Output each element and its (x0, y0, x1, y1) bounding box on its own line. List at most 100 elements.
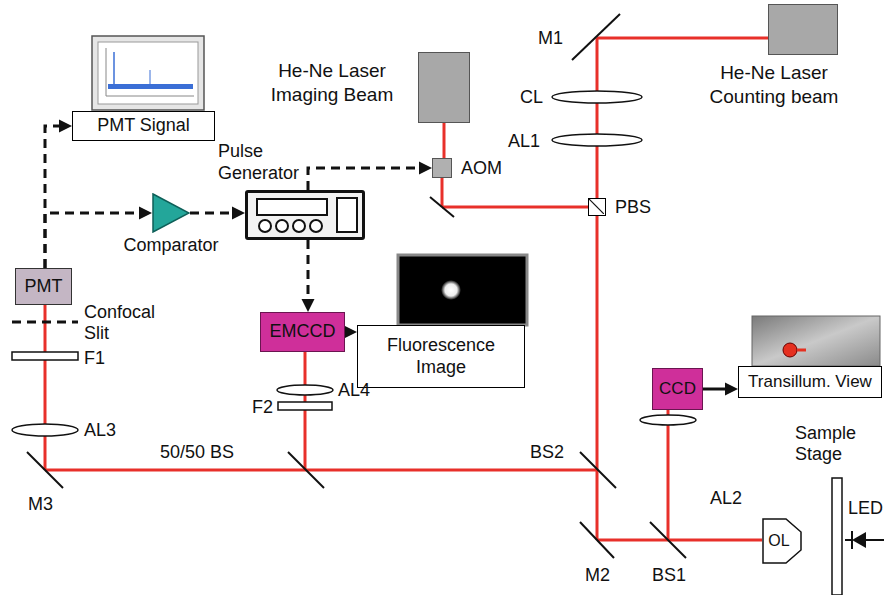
laser-box: He-Ne Laser Counting beam (768, 4, 838, 55)
mirror (572, 14, 620, 60)
comparator-triangle: Comparator (152, 193, 190, 233)
signal-arrow (302, 240, 315, 312)
component-label: LED (848, 498, 883, 519)
beam-splitter (580, 452, 616, 488)
connector-line (307, 240, 310, 302)
generator-display (256, 198, 328, 216)
node-text: He-Ne Laser Imaging Beam (251, 59, 413, 107)
laser-beam (45, 38, 768, 540)
led-lead (866, 539, 884, 541)
lens (552, 134, 642, 146)
beam-segment (443, 123, 446, 158)
cube-diagonal (589, 199, 604, 214)
node-text: PBS (615, 197, 651, 219)
connector-line (190, 212, 235, 215)
component-label: AL4 (338, 380, 370, 401)
lenses (12, 91, 696, 436)
connector-line (308, 168, 422, 190)
beam-segment (596, 38, 599, 540)
node-text: Pulse Generator (218, 141, 313, 184)
arrow-head (232, 207, 245, 220)
fluorescence-spot (441, 280, 461, 300)
plot-spike (113, 52, 115, 86)
arrow-head (139, 207, 152, 220)
arrow-head (59, 120, 72, 133)
monitor-frame (92, 36, 204, 110)
beam-splitter (650, 522, 686, 558)
component-label: AL2 (710, 488, 742, 509)
mirrors (27, 14, 686, 558)
generator-knob (309, 219, 323, 233)
beam-spot (783, 343, 797, 357)
display-label-box: PMT Signal (72, 111, 215, 141)
transillum-screen (752, 316, 880, 366)
camera-box: EMCCD (260, 312, 345, 352)
confocal-slit (12, 321, 78, 324)
beam-segment (45, 469, 597, 472)
laser-box: He-Ne Laser Imaging Beam (418, 52, 470, 123)
node-text: CCD (659, 379, 696, 399)
filter (12, 352, 78, 360)
component-label: M1 (538, 28, 563, 49)
display-label-box: Fluorescence Image (357, 325, 525, 388)
component-label: 50/50 BS (160, 442, 234, 463)
pulse-generator: Pulse Generator (245, 190, 365, 240)
beam-segment (304, 352, 307, 470)
output-arrow (344, 326, 357, 339)
comparator-shape (152, 193, 190, 233)
node-text: Transillum. View (748, 372, 872, 392)
monitor-screen (98, 42, 198, 104)
objective-outline (763, 519, 801, 563)
component-label: M3 (28, 494, 53, 515)
signal-arrow (190, 207, 245, 220)
mirror (430, 197, 454, 217)
node-text: AOM (461, 158, 502, 180)
beam-segment (667, 410, 670, 540)
aom-box: AOM (432, 158, 452, 178)
lens (277, 385, 333, 395)
cube-diagonal-line (589, 199, 604, 214)
component-label: Sample Stage (795, 423, 875, 464)
led-symbol (852, 532, 866, 548)
plot-band (108, 84, 193, 89)
component-label: F1 (84, 348, 105, 369)
generator-panel (336, 197, 358, 233)
component-label: AL3 (84, 420, 116, 441)
generator-knob (258, 219, 272, 233)
plot-axis (106, 96, 194, 97)
component-label: F2 (252, 397, 273, 418)
connector-line (703, 388, 728, 391)
signal-arrow (308, 162, 432, 191)
signal-arrow (45, 120, 72, 269)
display-label-box: Transillum. View (738, 366, 882, 398)
comparator-outline (153, 194, 189, 232)
led-lead (845, 539, 852, 541)
beam-spot-mark (797, 349, 806, 352)
plot-axis (106, 48, 107, 96)
beam-segment (441, 178, 444, 207)
detector-box: PMT (15, 268, 72, 305)
component-label: Confocal Slit (84, 302, 174, 343)
arrow-head (725, 383, 738, 396)
arrow-head (419, 162, 432, 175)
lens (640, 415, 696, 425)
arrow-head (302, 299, 315, 312)
component-label: AL1 (508, 131, 540, 152)
generator-knob (292, 219, 306, 233)
filter (278, 402, 332, 410)
lens (552, 91, 642, 103)
lens (12, 424, 78, 436)
arrow-head (344, 326, 357, 339)
fluorescence-screen (398, 255, 527, 325)
beam-splitter (288, 452, 324, 488)
connector-line (45, 126, 62, 268)
node-text: Fluorescence Image (376, 335, 506, 378)
node-text: He-Ne Laser Counting beam (689, 61, 859, 109)
node-text: EMCCD (270, 321, 336, 343)
node-text: OL (768, 531, 789, 550)
generator-knob (275, 219, 289, 233)
beam-splitter-cube: PBS (588, 198, 606, 216)
camera-box: CCD (652, 368, 703, 410)
beam-segment (442, 206, 588, 209)
